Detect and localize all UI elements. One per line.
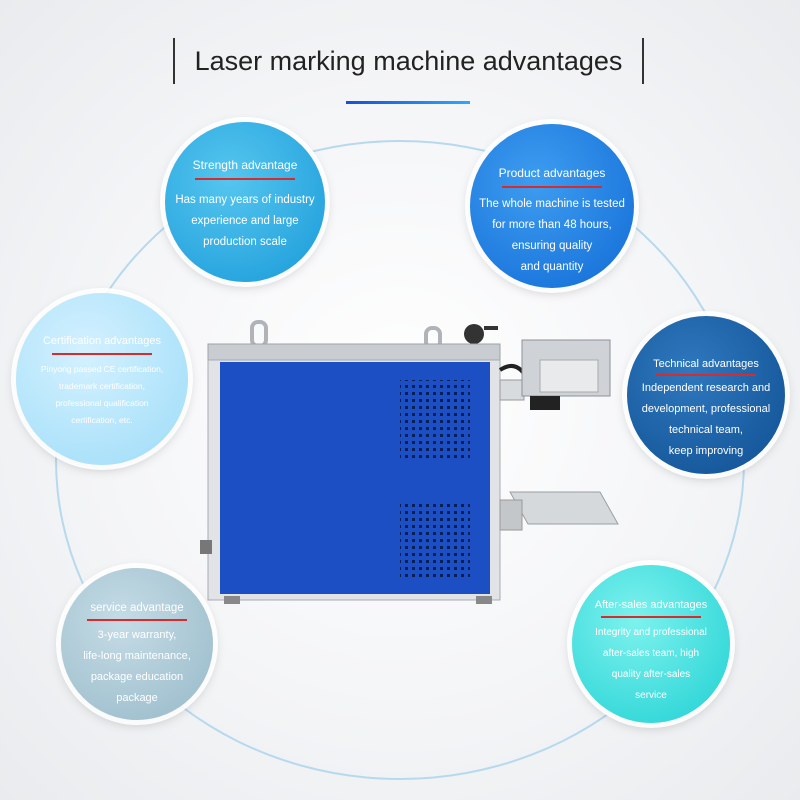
- certification-line: certification, etc.: [71, 415, 133, 425]
- strength-body: Has many years of industry experience an…: [175, 190, 314, 253]
- after-sales-line: Integrity and professional: [595, 627, 707, 638]
- after-sales-line: service: [635, 690, 667, 701]
- certification-body: Pinyong passed CE certification, tradema…: [41, 361, 163, 429]
- technical-title: Technical advantages: [653, 358, 759, 370]
- technical-divider: [656, 374, 756, 376]
- certification-title: Certification advantages: [42, 335, 161, 347]
- title-underline: [346, 101, 470, 104]
- service-body: 3-year warranty, life-long maintenance, …: [83, 625, 191, 709]
- certification-advantages-circle: Certification advantages Pinyong passed …: [16, 293, 188, 465]
- laser-marking-machine-icon: [200, 320, 619, 604]
- strength-line: production scale: [203, 236, 287, 248]
- after-sales-body: Integrity and professional after-sales t…: [595, 622, 707, 706]
- technical-line: development, professional: [641, 403, 771, 415]
- product-line: ensuring quality: [511, 240, 593, 252]
- certification-line: professional qualification: [55, 398, 149, 408]
- after-sales-advantages-circle: After-sales advantages Integrity and pro…: [572, 565, 730, 723]
- strength-line: Has many years of industry: [175, 194, 315, 206]
- service-divider: [87, 619, 187, 621]
- after-sales-line: quality after-sales: [611, 669, 691, 680]
- strength-divider: [195, 178, 295, 180]
- service-title: service advantage: [90, 602, 184, 614]
- after-sales-divider: [601, 616, 701, 618]
- product-line: for more than 48 hours,: [492, 219, 612, 231]
- title-frame: Laser marking machine advantages: [173, 38, 644, 84]
- product-divider: [502, 186, 602, 188]
- certification-divider: [52, 353, 152, 355]
- strength-title: Strength advantage: [192, 158, 298, 172]
- service-line: life-long maintenance,: [83, 650, 191, 662]
- technical-body: Independent research and development, pr…: [642, 378, 770, 462]
- technical-line: technical team,: [669, 424, 743, 436]
- certification-line: Pinyong passed CE certification,: [40, 364, 164, 374]
- product-title: Product advantages: [498, 166, 606, 180]
- after-sales-line: after-sales team, high: [602, 648, 700, 659]
- service-line: 3-year warranty,: [97, 629, 177, 641]
- service-advantage-circle: service advantage 3-year warranty, life-…: [61, 568, 213, 720]
- strength-advantage-circle: Strength advantage Has many years of ind…: [165, 122, 325, 282]
- certification-line: trademark certification,: [59, 381, 145, 391]
- technical-line: keep improving: [668, 445, 744, 457]
- service-line: package education: [90, 671, 184, 683]
- product-line: The whole machine is tested: [479, 198, 625, 210]
- product-body: The whole machine is tested for more tha…: [479, 194, 625, 278]
- product-line: and quantity: [520, 261, 584, 273]
- page-title: Laser marking machine advantages: [194, 45, 623, 76]
- after-sales-title: After-sales advantages: [594, 599, 708, 611]
- technical-line: Independent research and: [641, 382, 771, 394]
- strength-line: experience and large: [191, 215, 299, 227]
- technical-advantages-circle: Technical advantages Independent researc…: [627, 316, 785, 474]
- product-advantages-circle: Product advantages The whole machine is …: [470, 124, 634, 288]
- service-line: package: [116, 692, 158, 704]
